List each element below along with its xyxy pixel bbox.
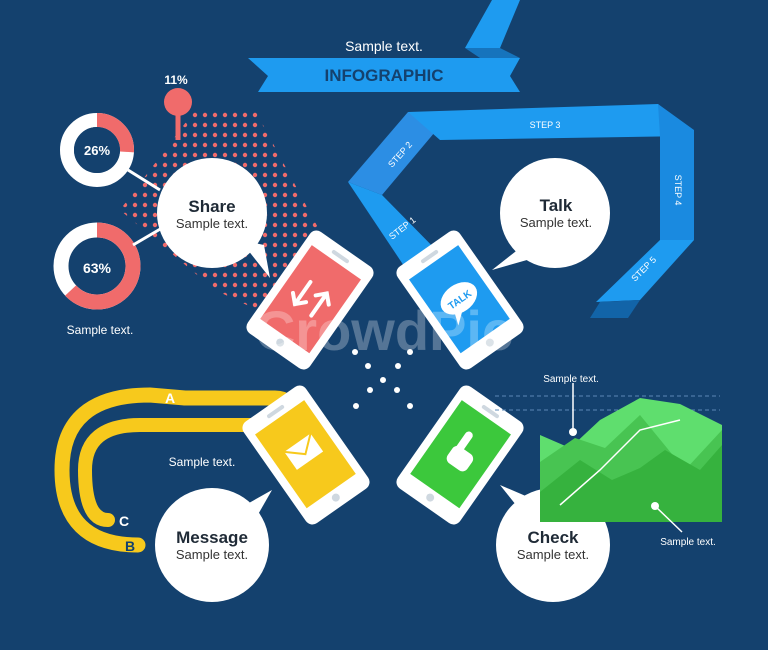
mountain-chart [495, 383, 722, 533]
pin-label: 11% [164, 73, 188, 87]
donut-2-label: 63% [83, 260, 112, 276]
check-phone [396, 385, 524, 525]
connector-line-1 [127, 168, 161, 192]
pin-marker [164, 88, 192, 140]
pointing-hand-icon [446, 431, 474, 472]
talk-title: Talk [540, 196, 573, 215]
route-caption: Sample text. [169, 455, 236, 469]
envelope-icon [284, 433, 324, 470]
route-c-label: C [119, 513, 129, 529]
header-sample-text: Sample text. [345, 38, 423, 54]
share-subtitle: Sample text. [176, 216, 248, 231]
route-a-label: A [165, 390, 175, 406]
talk-bubble [492, 158, 610, 270]
message-title: Message [176, 528, 248, 547]
talk-phone [396, 230, 524, 370]
step-4-label: STEP 4 [673, 175, 683, 206]
message-subtitle: Sample text. [176, 547, 248, 562]
message-bubble [155, 488, 272, 602]
step-3-label: STEP 3 [530, 120, 561, 130]
share-bubble [157, 158, 270, 278]
route-b-label: B [125, 538, 135, 554]
donut-1-arc [60, 113, 134, 187]
share-title: Share [188, 197, 235, 216]
check-title: Check [527, 528, 579, 547]
donut-chart-2 [53, 222, 141, 310]
connector-line-2 [132, 226, 163, 247]
talk-subtitle: Sample text. [520, 215, 592, 230]
mountain-caption-top: Sample text. [543, 374, 599, 385]
donut-caption: Sample text. [67, 323, 134, 337]
donut-chart-1 [60, 113, 134, 187]
swap-arrows-icon [290, 279, 331, 318]
donut-2-arc [53, 222, 141, 310]
chat-bubble-icon [440, 282, 478, 326]
message-phone [242, 385, 370, 525]
watermark: CrowdPic [255, 299, 513, 362]
mountain-caption-bottom: Sample text. [660, 537, 716, 548]
donut-1-label: 26% [84, 143, 110, 158]
check-subtitle: Sample text. [517, 547, 589, 562]
share-phone [246, 230, 374, 370]
header-title: INFOGRAPHIC [325, 66, 444, 85]
header-ribbon [248, 0, 520, 92]
center-dots [352, 349, 413, 409]
